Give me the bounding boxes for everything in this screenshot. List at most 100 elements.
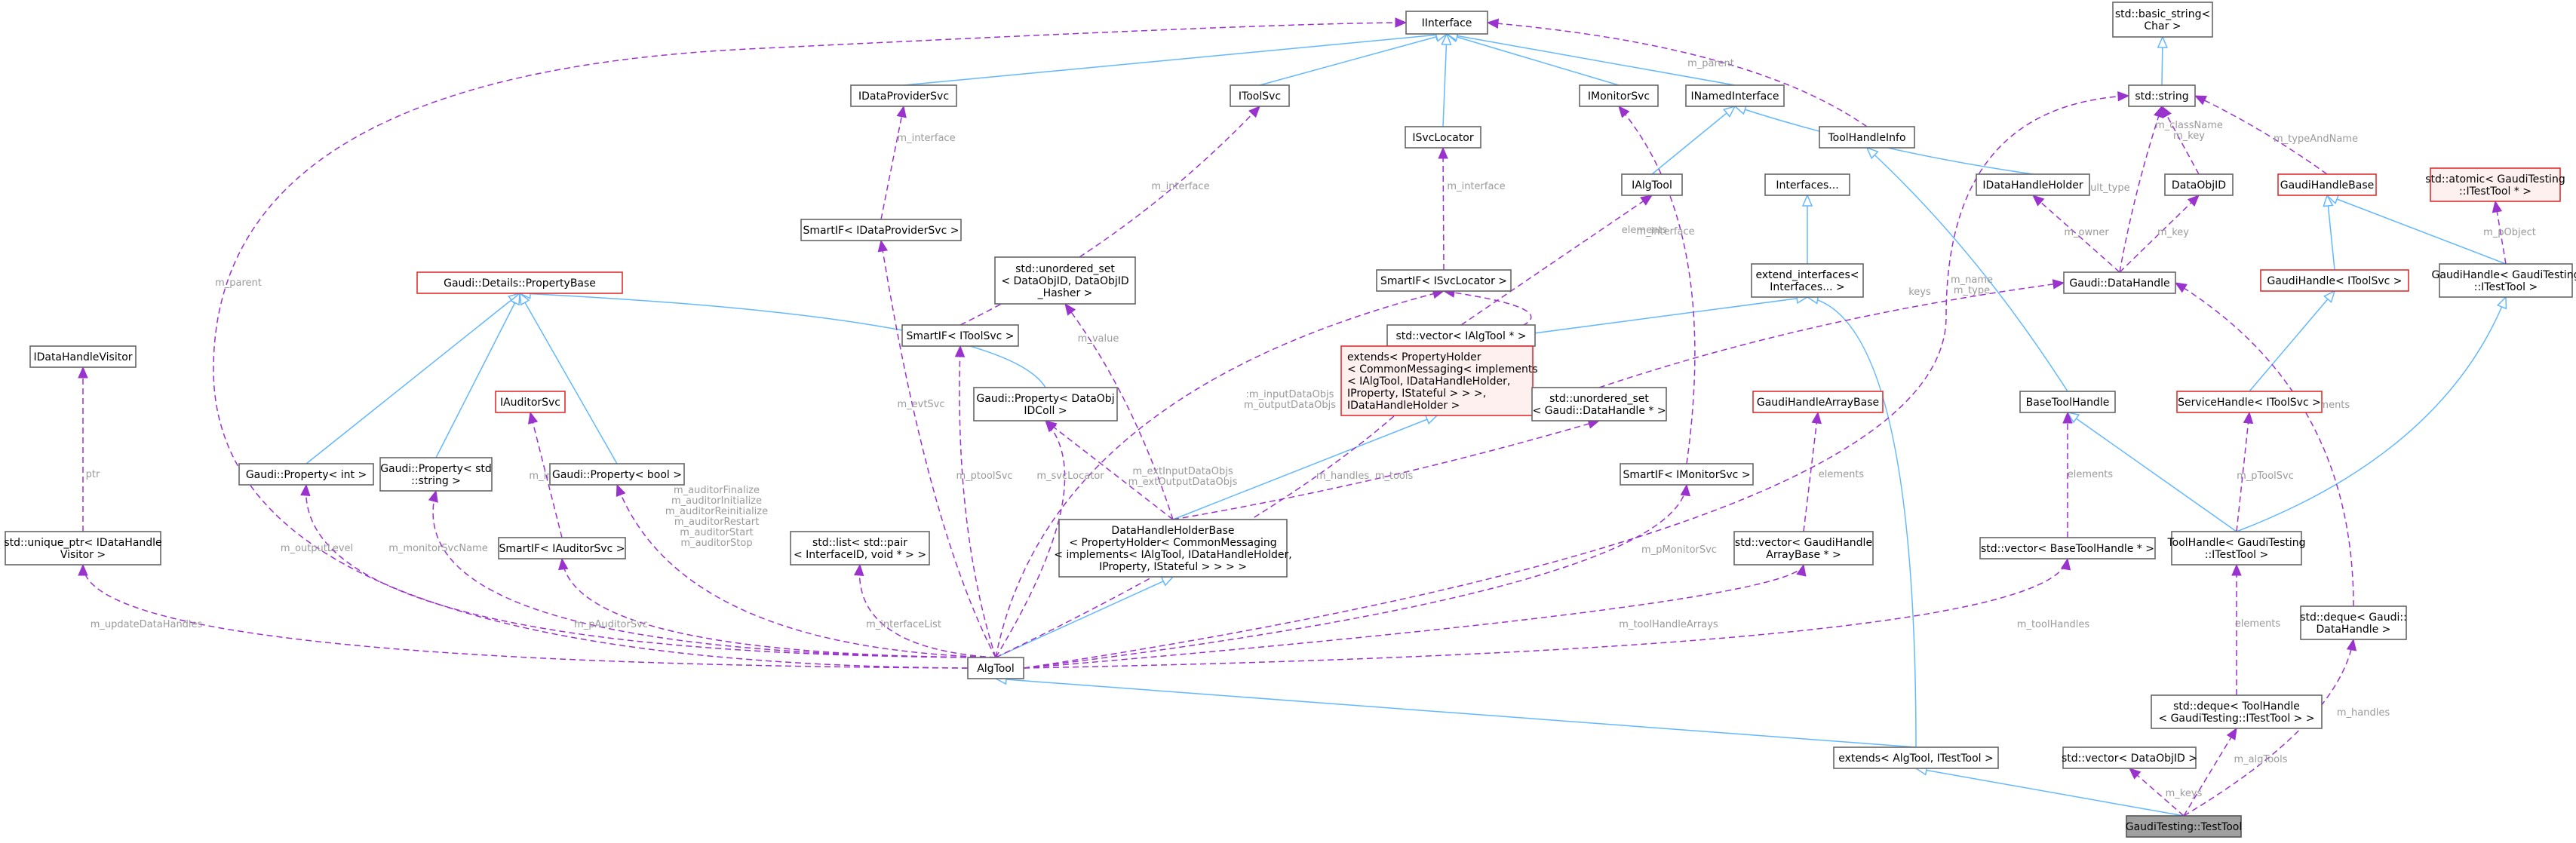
node-iinterface[interactable]: IInterface — [1405, 11, 1488, 35]
node-gaudihandlebase[interactable]: GaudiHandleBase — [2277, 173, 2377, 196]
node-smartif-itoolsvc[interactable]: SmartIF< IToolSvc > — [901, 324, 1019, 347]
node-gaudihandle-toolsvc[interactable]: GaudiHandle< IToolSvc > — [2260, 269, 2409, 292]
node-basic-string[interactable]: std::basic_string<Char > — [2112, 2, 2213, 38]
edge-label-elements-algtool: elements — [1622, 225, 1668, 236]
node-basetoolhandle[interactable]: BaseToolHandle — [2019, 391, 2116, 413]
node-unordered-set-dataobjid[interactable]: std::unordered_set< DataObjID, DataObjID… — [994, 256, 1136, 305]
node-datahandleholderbase[interactable]: DataHandleHolderBase< PropertyHolder< Co… — [1054, 519, 1292, 578]
inheritance-edge-property_dataobjidcoll-to-propertybase — [520, 293, 1046, 388]
node-isvclocator[interactable]: ISvcLocator — [1405, 126, 1481, 149]
inheritance-edge-basetoolhandle-to-tool_handle_info — [1867, 148, 2068, 392]
node-label: std::string — [2135, 90, 2188, 103]
edge-label-keys: keys — [1908, 287, 1931, 298]
usage-edge-gaudi_testing_testtool-to-deque_toolhandle — [2183, 728, 2237, 817]
edge-label-m-algtools: m_algTools — [2234, 754, 2287, 765]
edge-label-m-monitorsvcname: m_monitorSvcName — [388, 543, 487, 554]
node-extends-algtool-itesttool[interactable]: extends< AlgTool, ITestTool > — [1833, 746, 1999, 769]
node-unordered-set-datahandle[interactable]: std::unordered_set< Gaudi::DataHandle * … — [1531, 387, 1667, 422]
node-iauditorsvc[interactable]: IAuditorSvc — [495, 391, 566, 413]
usage-edge-algtool-to-property_string — [433, 491, 996, 658]
edge-label-m-interface-ms: m_interface — [1636, 226, 1694, 238]
node-algtool[interactable]: AlgTool — [967, 657, 1024, 679]
node-idatahandlevisitor[interactable]: IDataHandleVisitor — [29, 345, 137, 368]
usage-edge-datahandleholderbase-to-unordered_set_datahandle — [1172, 421, 1599, 520]
node-idatahandleholder[interactable]: IDataHandleHolder — [1976, 173, 2090, 196]
usage-edge-gaudihandle_itesttool-to-atomic_itesttool — [2495, 201, 2507, 265]
edge-label-m-pauditorsvc: m_pAuditorSvc — [574, 619, 648, 630]
node-atomic-itesttool[interactable]: std::atomic< GaudiTesting::ITestTool * > — [2425, 167, 2565, 202]
node-extends-propertyholder[interactable]: extends< PropertyHolder< CommonMessaging… — [1340, 345, 1538, 416]
node-smartif-imonitorsvc[interactable]: SmartIF< IMonitorSvc > — [1620, 463, 1754, 486]
node-label: Gaudi::Details::PropertyBase — [444, 277, 596, 290]
edge-label-m-ptoolsvc-left: m_ptoolSvc — [956, 471, 1012, 482]
node-gaudihandle-itesttool[interactable]: GaudiHandle< GaudiTesting::ITestTool > — [2432, 263, 2576, 298]
node-servicehandle-itoolsvc[interactable]: ServiceHandle< IToolSvc > — [2176, 391, 2323, 413]
node-label: SmartIF< IDataProviderSvc > — [803, 225, 959, 237]
edge-label-typeandname: m_typeAndName — [2274, 133, 2358, 145]
node-gaudi-datahandle[interactable]: Gaudi::DataHandle — [2063, 271, 2176, 294]
usage-edge-algtool-to-property_int — [306, 485, 996, 658]
node-ialgtool[interactable]: IAlgTool — [1621, 173, 1683, 196]
node-std-string[interactable]: std::string — [2128, 84, 2196, 107]
edge-label-m-toolhandles: m_toolHandles — [2017, 619, 2090, 630]
node-imonitorsvc[interactable]: IMonitorSvc — [1579, 84, 1659, 107]
usage-edge-algtool-to-vector_gaudihandlearraybase — [1023, 565, 1804, 669]
node-vector-dataobjid[interactable]: std::vector< DataObjID > — [2062, 746, 2197, 769]
edge-label-m-interface-sl: m_interface — [1447, 181, 1505, 192]
node-gaudihandlearraybase[interactable]: GaudiHandleArrayBase — [1752, 391, 1884, 413]
node-propertybase[interactable]: Gaudi::Details::PropertyBase — [416, 271, 623, 294]
node-list-pair[interactable]: std::list< std::pair< InterfaceID, void … — [790, 531, 930, 566]
node-gaudi-testing-testtool[interactable]: GaudiTesting::TestTool — [2126, 815, 2243, 838]
node-smartif-iauditorsvc[interactable]: SmartIF< IAuditorSvc > — [498, 537, 626, 559]
node-deque-toolhandle[interactable]: std::deque< ToolHandle< GaudiTesting::IT… — [2151, 694, 2323, 729]
inheritance-edge-imonitorsvc-to-iinterface — [1447, 34, 1620, 86]
usage-edge-algtool-to-vector_basetoolhandle — [1023, 559, 2068, 669]
node-label: ToolHandle< GaudiTesting::ITestTool > — [2166, 537, 2305, 561]
node-label: ISvcLocator — [1412, 132, 1473, 144]
usage-edge-algtool-to-smartif_dataprovider — [881, 241, 996, 658]
inheritance-edge-gaudi_testing_testtool-to-extends_algtool_itesttool — [1916, 768, 2185, 817]
usage-edge-datahandleholderbase-to-unordered_set_dataobjid — [1065, 304, 1174, 520]
node-idataproviderSvc[interactable]: IDataProviderSvc — [850, 84, 957, 107]
node-property-int[interactable]: Gaudi::Property< int > — [238, 463, 374, 486]
node-toolhandle-itesttool[interactable]: ToolHandle< GaudiTesting::ITestTool > — [2166, 531, 2306, 566]
node-tool-handle-info[interactable]: ToolHandleInfo — [1819, 126, 1915, 149]
node-vector-basetoolhandle[interactable]: std::vector< BaseToolHandle * > — [1979, 537, 2156, 559]
inheritance-edge-toolhandle_itesttool-to-basetoolhandle — [2068, 412, 2237, 532]
node-label: std::unordered_set< Gaudi::DataHandle * … — [1532, 393, 1666, 417]
node-property-string[interactable]: Gaudi::Property< std::string > — [379, 457, 493, 492]
edge-label-m-svclocator: m_svcLocator — [1036, 471, 1104, 482]
inheritance-edge-ialgtool-to-inamedinterface — [1651, 106, 1735, 175]
node-label: IDataHandleVisitor — [33, 351, 132, 363]
node-itoolsvc[interactable]: IToolSvc — [1230, 84, 1290, 107]
usage-edge-tool_handle_info-to-iinterface — [1488, 23, 1868, 127]
node-label: std::atomic< GaudiTesting::ITestTool * > — [2425, 173, 2565, 198]
node-deque-datahandle[interactable]: std::deque< Gaudi::DataHandle > — [2300, 605, 2407, 640]
node-label: Gaudi::Property< int > — [246, 469, 367, 481]
node-extend-interfaces[interactable]: extend_interfaces<Interfaces... > — [1751, 263, 1864, 298]
node-property-bool[interactable]: Gaudi::Property< bool > — [549, 463, 685, 486]
node-label: std::deque< ToolHandle< GaudiTesting::IT… — [2158, 700, 2314, 725]
node-smartif-isvclocator[interactable]: SmartIF< ISvcLocator > — [1376, 269, 1512, 292]
usage-edge-vector_gaudihandlearraybase-to-gaudihandlearraybase — [1803, 412, 1818, 532]
inheritance-edge-isvclocator-to-iinterface — [1443, 34, 1447, 127]
node-vector-ialgtool[interactable]: std::vector< IAlgTool * > — [1386, 324, 1536, 347]
inheritance-edge-algtool-to-datahandleholderbase — [995, 577, 1173, 658]
node-smartif-dataprovider[interactable]: SmartIF< IDataProviderSvc > — [800, 219, 962, 241]
usage-edge-datahandleholderbase-to-property_dataobjidcoll — [1045, 421, 1174, 520]
inheritance-edge-datahandleholderbase-to-extends_propertyholder — [1172, 415, 1437, 520]
inheritance-edge-servicehandle_itoolsvc-to-gaudihandle_toolsvc — [2249, 291, 2335, 392]
usage-edge-toolhandle_itesttool-to-servicehandle_itoolsvc — [2236, 412, 2249, 532]
usage-edge-algtool-to-property_bool — [617, 485, 996, 658]
node-inamedinterface[interactable]: INamedInterface — [1685, 84, 1785, 107]
node-dataobjid[interactable]: DataObjID — [2164, 173, 2234, 196]
node-interfaces-dots[interactable]: Interfaces... — [1764, 173, 1850, 196]
